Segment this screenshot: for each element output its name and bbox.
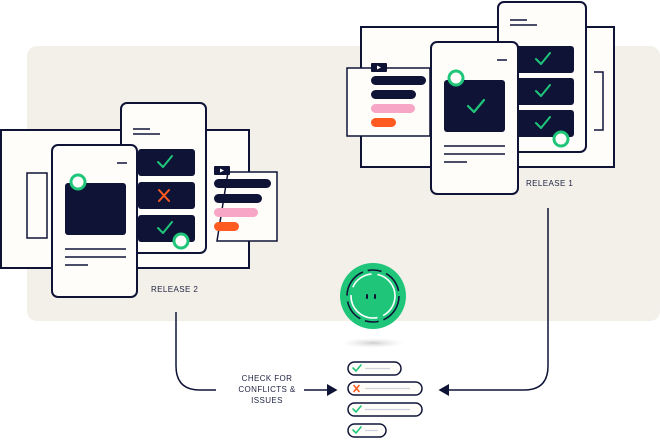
status-ring: [447, 69, 465, 87]
bot-badge: [340, 263, 406, 348]
release-1-tag-bar-3: [371, 104, 415, 113]
status-ring: [172, 232, 190, 250]
check-icon: [352, 364, 362, 373]
release-2-media-block: [65, 183, 126, 235]
release-1-mockup: [346, 1, 615, 195]
release-2-connector: [175, 312, 216, 391]
check-icon: [535, 52, 551, 65]
status-ring: [552, 130, 570, 148]
status-ring: [69, 173, 87, 191]
check-icon: [535, 84, 551, 97]
check-conflicts-label: CHECK FOR CONFLICTS & ISSUES: [232, 373, 302, 406]
check-label-line-2: CONFLICTS &: [238, 385, 296, 394]
check-icon: [535, 116, 551, 129]
release-1-label: RELEASE 1: [526, 179, 574, 188]
play-icon: [220, 168, 224, 173]
cross-icon: [353, 384, 360, 393]
check-icon: [352, 426, 362, 435]
release-1-connector: [438, 208, 549, 396]
play-icon: [377, 65, 381, 70]
release-2-tag-bar-4: [214, 222, 239, 231]
release-2-tag-bar-1: [214, 179, 271, 188]
release-1-tag-bar-1: [371, 76, 426, 85]
bot-face-icon: [366, 294, 376, 299]
release-1-tag-bar-2: [371, 90, 416, 99]
check-label-line-1: CHECK FOR: [241, 374, 293, 383]
release-2-tag-bar-2: [214, 194, 262, 203]
check-icon: [352, 405, 362, 414]
result-list: [347, 361, 423, 438]
release-2-label: RELEASE 2: [151, 285, 199, 294]
cross-icon: [158, 189, 170, 202]
check-icon: [157, 155, 173, 168]
release-2-side-block: [26, 172, 48, 239]
check-label-line-3: ISSUES: [251, 396, 283, 405]
check-icon: [157, 221, 173, 234]
release-1-media-block: [444, 80, 505, 132]
check-icon: [466, 98, 486, 114]
release-2-tag-bar-3: [214, 208, 258, 217]
release-2-mockup: [0, 102, 278, 298]
release-1-tag-bar-4: [371, 118, 396, 127]
release-2-row-2: [138, 182, 195, 209]
